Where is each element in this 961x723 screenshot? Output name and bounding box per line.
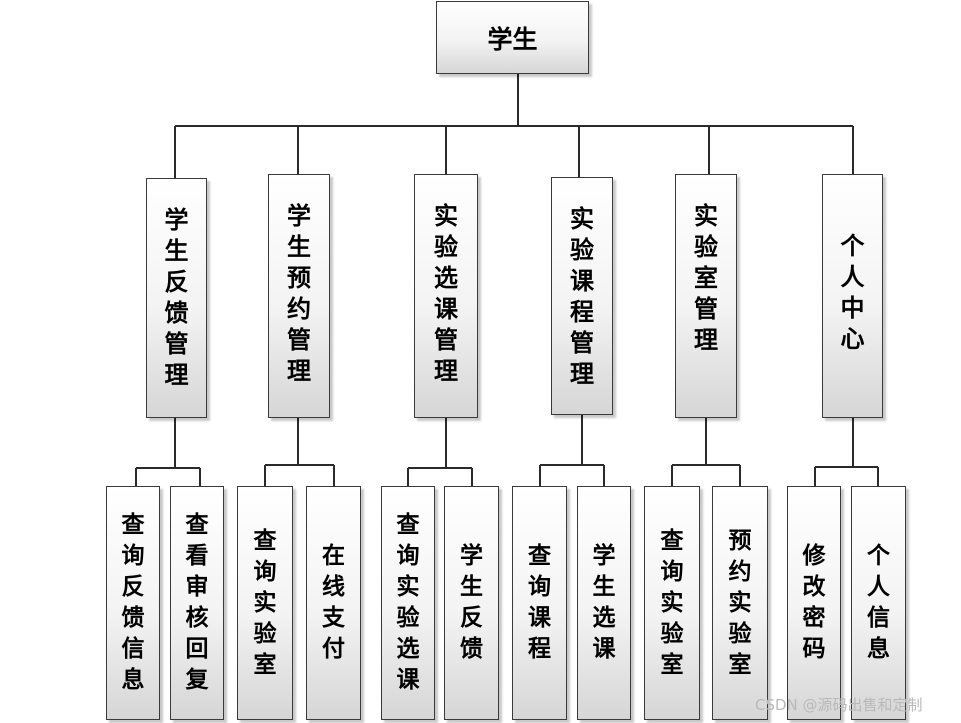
- leaf-node: 查询课程: [512, 486, 567, 720]
- leaf-node: 个人信息: [851, 486, 906, 720]
- leaf-node: 查询实验选课: [381, 486, 435, 720]
- leaf-label: 个人信息: [867, 543, 890, 662]
- leaf-node: 修改密码: [787, 486, 841, 720]
- leaf-node: 查看审核回复: [170, 486, 224, 720]
- leaf-label: 查询课程: [528, 543, 551, 662]
- module-node-personal-center: 个人中心: [822, 174, 883, 418]
- module-label: 实验课程管理: [570, 205, 594, 388]
- leaf-label: 查询实验选课: [396, 512, 420, 693]
- leaf-label: 查询反馈信息: [121, 512, 145, 693]
- module-label: 实验室管理: [694, 202, 718, 354]
- leaf-label: 学生选课: [592, 543, 616, 662]
- module-node-course: 实验课程管理: [551, 177, 613, 415]
- leaf-node: 学生反馈: [444, 486, 499, 720]
- module-label: 实验选课管理: [434, 202, 458, 385]
- leaf-node: 查询实验室: [644, 486, 700, 720]
- leaf-label: 修改密码: [802, 543, 826, 662]
- leaf-label: 学生反馈: [460, 543, 483, 662]
- leaf-label: 查看审核回复: [185, 512, 209, 693]
- leaf-node: 学生选课: [577, 486, 631, 720]
- leaf-node: 查询反馈信息: [106, 486, 160, 720]
- module-node-booking: 学生预约管理: [268, 174, 330, 418]
- module-node-feedback: 学生反馈管理: [146, 178, 207, 418]
- module-node-course-selection: 实验选课管理: [414, 174, 478, 418]
- module-label: 学生反馈管理: [164, 206, 189, 389]
- leaf-node: 在线支付: [306, 486, 361, 720]
- watermark: CSDN @源码出售和定制: [755, 696, 923, 714]
- module-label: 学生预约管理: [287, 202, 311, 385]
- leaf-label: 预约实验室: [728, 527, 752, 678]
- module-node-lab: 实验室管理: [675, 174, 737, 418]
- leaf-node: 查询实验室: [237, 486, 293, 720]
- leaf-label: 在线支付: [322, 543, 345, 662]
- root-node: 学生: [436, 1, 589, 74]
- root-label: 学生: [487, 24, 538, 54]
- leaf-node: 预约实验室: [712, 486, 768, 720]
- leaf-label: 查询实验室: [660, 527, 684, 678]
- leaf-label: 查询实验室: [253, 527, 277, 678]
- module-label: 个人中心: [840, 232, 865, 353]
